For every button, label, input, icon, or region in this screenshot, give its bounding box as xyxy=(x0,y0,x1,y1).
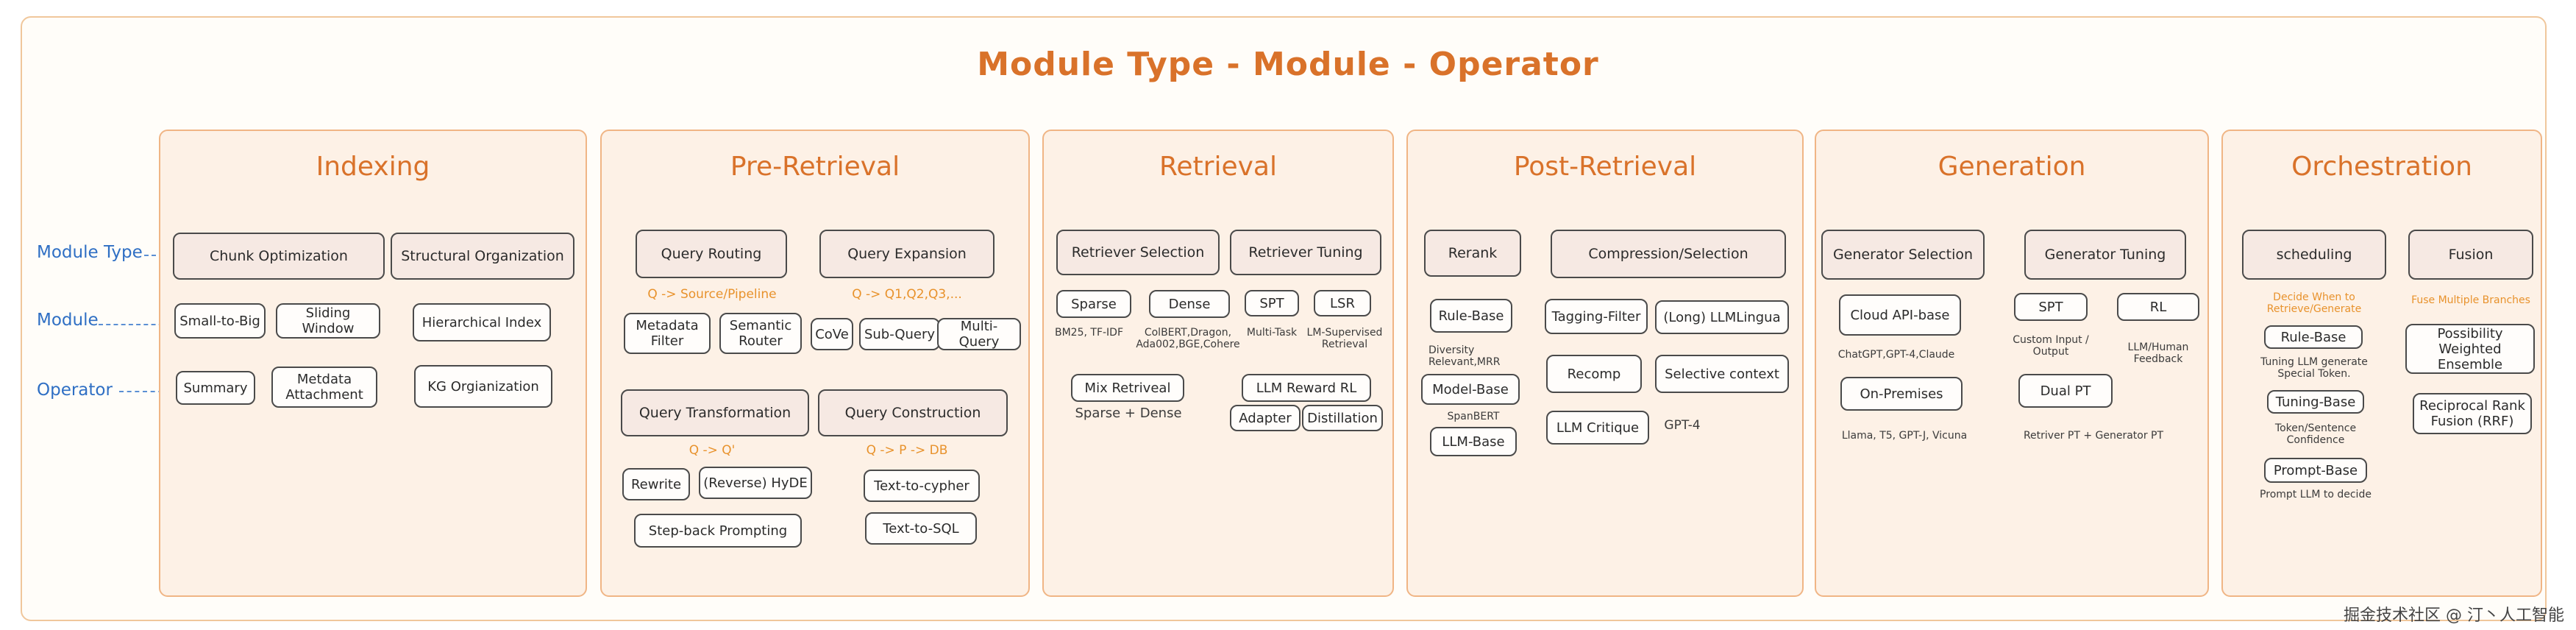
lsr-box: LSR xyxy=(1314,290,1371,316)
selective-context-box: Selective context xyxy=(1655,355,1789,393)
model-base-box: Model-Base xyxy=(1421,374,1520,405)
tuning-base-box: Tuning-Base xyxy=(2267,390,2364,414)
query-transformation-annotation: Q -> Q' xyxy=(689,443,736,458)
sub-query-box: Sub-Query xyxy=(859,318,940,350)
lsr-note: LM-Supervised Retrieval xyxy=(1306,327,1383,350)
retriever-selection-box: Retriever Selection xyxy=(1056,230,1220,275)
panel-retrieval: Retrieval Retriever Selection Retriever … xyxy=(1042,130,1394,597)
distillation-box: Distillation xyxy=(1302,405,1383,431)
gen-spt-box: SPT xyxy=(2014,293,2088,321)
dual-pt-box: Dual PT xyxy=(2018,374,2113,408)
panel-indexing: Indexing Chunk Optimization Structural O… xyxy=(159,130,587,597)
tuning-base-note: Token/Sentence Confidence xyxy=(2274,422,2357,446)
rerank-box: Rerank xyxy=(1424,230,1521,277)
scheduling-annotation: Decide When to Retrieve/Generate xyxy=(2266,291,2362,315)
generator-tuning-box: Generator Tuning xyxy=(2024,230,2186,280)
on-premises-note: Llama, T5, GPT-J, Vicuna xyxy=(1841,430,1968,442)
panel-title-indexing: Indexing xyxy=(316,152,430,182)
panel-title-post-retrieval: Post-Retrieval xyxy=(1513,152,1697,182)
cloud-api-base-box: Cloud API-base xyxy=(1839,294,1961,336)
llm-critique-box: LLM Critique xyxy=(1546,411,1649,445)
text-to-sql-box: Text-to-SQL xyxy=(865,512,977,545)
text-to-cypher-box: Text-to-cypher xyxy=(864,470,980,502)
panel-title-pre-retrieval: Pre-Retrieval xyxy=(730,152,900,182)
hierarchical-index-box: Hierarchical Index xyxy=(413,303,551,341)
llm-base-box: LLM-Base xyxy=(1430,427,1517,456)
generator-selection-box: Generator Selection xyxy=(1821,230,1985,280)
rule-base-box: Rule-Base xyxy=(1430,299,1512,333)
chunk-optimization-box: Chunk Optimization xyxy=(173,233,385,280)
gen-spt-note: Custom Input / Output xyxy=(2013,334,2089,358)
query-construction-box: Query Construction xyxy=(818,389,1008,436)
sparse-note: BM25, TF-IDF xyxy=(1055,327,1124,339)
query-routing-box: Query Routing xyxy=(636,230,787,278)
panel-title-orchestration: Orchestration xyxy=(2291,152,2472,182)
panel-orchestration: Orchestration scheduling Fusion Decide W… xyxy=(2221,130,2542,597)
retriever-tuning-box: Retriever Tuning xyxy=(1230,230,1381,275)
metadata-filter-box: Metadata Filter xyxy=(624,313,711,354)
reciprocal-rank-fusion-box: Reciprocal Rank Fusion (RRF) xyxy=(2413,393,2532,434)
on-premises-box: On-Premises xyxy=(1840,377,1963,411)
query-expansion-annotation: Q -> Q1,Q2,Q3,... xyxy=(852,287,962,302)
query-expansion-box: Query Expansion xyxy=(819,230,995,278)
watermark: 掘金技术社区 @ 汀丶人工智能 xyxy=(2344,606,2564,625)
cloud-api-note: ChatGPT,GPT-4,Claude xyxy=(1837,349,1955,361)
dense-note: ColBERT,Dragon, Ada002,BGE,Cohere xyxy=(1136,327,1240,350)
spt-box: SPT xyxy=(1245,290,1299,316)
cove-box: CoVe xyxy=(811,318,853,350)
scheduling-box: scheduling xyxy=(2242,230,2386,280)
reverse-hyde-box: (Reverse) HyDE xyxy=(699,467,812,499)
tagging-filter-box: Tagging-Filter xyxy=(1545,299,1648,334)
possibility-weighted-ensemble-box: Possibility Weighted Ensemble xyxy=(2405,324,2535,374)
panel-title-generation: Generation xyxy=(1938,152,2086,182)
adapter-box: Adapter xyxy=(1230,405,1301,431)
metadata-attachment-box: Metdata Attachment xyxy=(271,367,377,408)
small-to-big-box: Small-to-Big xyxy=(174,303,266,339)
orch-rule-base-box: Rule-Base xyxy=(2264,325,2363,349)
multi-query-box: Multi-Query xyxy=(937,318,1021,350)
panel-pre-retrieval: Pre-Retrieval Query Routing Query Expans… xyxy=(600,130,1030,597)
query-routing-annotation: Q -> Source/Pipeline xyxy=(647,287,777,302)
spt-note: Multi-Task xyxy=(1246,327,1298,339)
fusion-box: Fusion xyxy=(2408,230,2533,280)
summary-box: Summary xyxy=(176,371,255,405)
mix-retrieval-box: Mix Retriveal xyxy=(1071,374,1184,402)
gen-rl-note: LLM/Human Feedback xyxy=(2127,341,2189,365)
dense-box: Dense xyxy=(1149,290,1230,318)
rule-base-note: Diversity Relevant,MRR xyxy=(1428,344,1501,368)
mix-retrieval-note: Sparse + Dense xyxy=(1075,406,1182,421)
orch-rule-base-note: Tuning LLM generate Special Token. xyxy=(2260,356,2368,380)
compression-selection-box: Compression/Selection xyxy=(1551,230,1786,278)
recomp-box: Recomp xyxy=(1546,355,1642,393)
prompt-base-box: Prompt-Base xyxy=(2264,458,2367,483)
diagram-title: Module Type - Module - Operator xyxy=(977,46,1599,83)
prompt-base-note: Prompt LLM to decide xyxy=(2260,489,2372,500)
model-base-note: SpanBERT xyxy=(1447,411,1500,422)
panel-generation: Generation Generator Selection Generator… xyxy=(1815,130,2209,597)
panel-title-retrieval: Retrieval xyxy=(1159,152,1277,182)
sparse-box: Sparse xyxy=(1056,290,1131,318)
fusion-annotation: Fuse Multiple Branches xyxy=(2411,294,2530,306)
gen-rl-box: RL xyxy=(2117,293,2199,321)
legend-module: Module xyxy=(37,311,99,330)
semantic-router-box: Semantic Router xyxy=(719,313,802,354)
sliding-window-box: Sliding Window xyxy=(276,303,380,339)
llm-reward-rl-box: LLM Reward RL xyxy=(1242,374,1371,402)
query-construction-annotation: Q -> P -> DB xyxy=(866,443,948,458)
panel-post-retrieval: Post-Retrieval Rerank Compression/Select… xyxy=(1406,130,1804,597)
llm-critique-note: GPT-4 xyxy=(1664,418,1701,433)
rewrite-box: Rewrite xyxy=(622,468,690,500)
legend-module-type: Module Type xyxy=(37,243,143,262)
step-back-prompting-box: Step-back Prompting xyxy=(634,514,802,548)
legend-operator: Operator xyxy=(37,381,113,400)
dual-pt-note: Retriver PT + Generator PT xyxy=(2023,430,2164,442)
query-transformation-box: Query Transformation xyxy=(621,389,809,436)
kg-organization-box: KG Orgianization xyxy=(414,365,552,408)
long-llmlingua-box: (Long) LLMLingua xyxy=(1655,300,1789,334)
structural-organization-box: Structural Organization xyxy=(391,233,574,280)
